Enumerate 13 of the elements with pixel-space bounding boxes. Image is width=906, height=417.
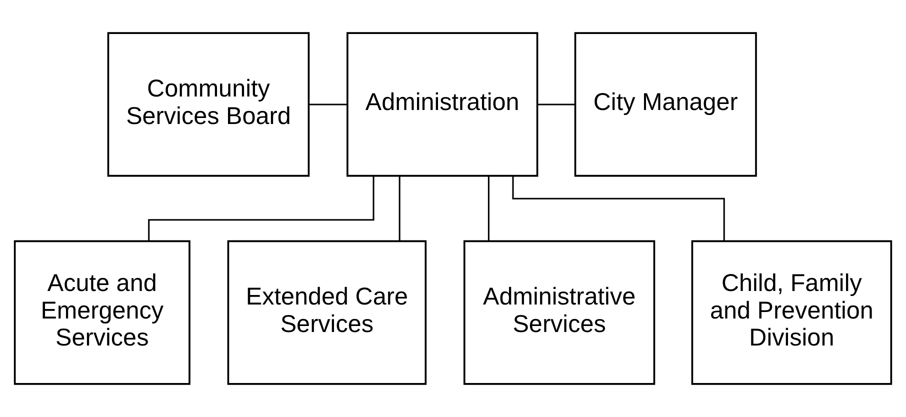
node-box: Administration bbox=[346, 32, 538, 177]
node-box: Extended Care Services bbox=[227, 240, 427, 385]
node-box: Acute and Emergency Services bbox=[14, 240, 190, 385]
connector bbox=[512, 176, 725, 242]
node-box: Child, Family and Prevention Division bbox=[691, 240, 892, 385]
node-box: City Manager bbox=[574, 32, 757, 177]
node-box: Community Services Board bbox=[107, 32, 310, 177]
connector bbox=[538, 104, 575, 106]
connector bbox=[309, 104, 348, 106]
node-box: Administrative Services bbox=[463, 240, 656, 385]
connector bbox=[488, 176, 490, 241]
connector bbox=[148, 176, 374, 241]
connector bbox=[398, 176, 400, 241]
